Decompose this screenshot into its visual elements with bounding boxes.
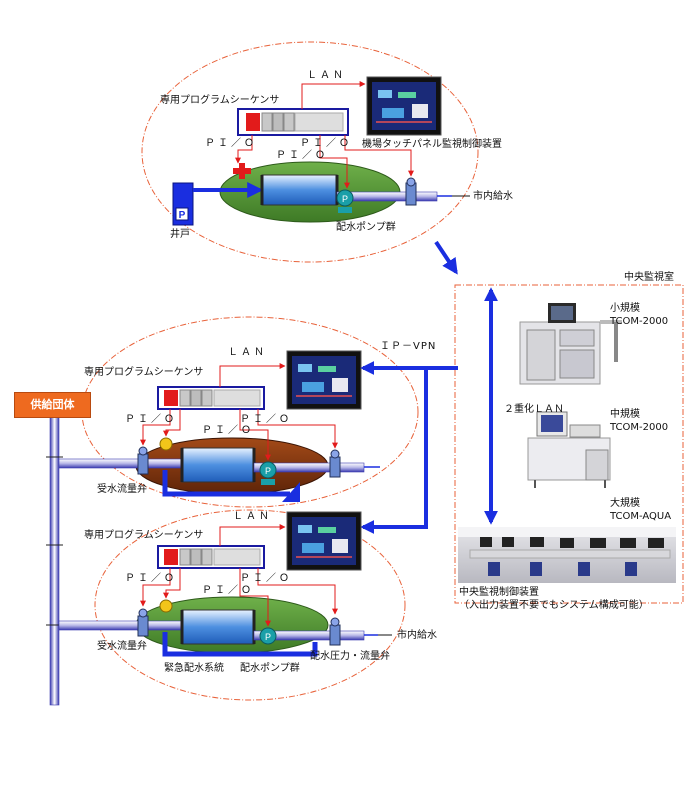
central-device-label: 中央監視制御装置 [459,587,539,598]
mid-pio-label-2: ＰＩ／Ｏ [240,414,292,425]
flow-control-icon-top [233,163,251,179]
mid-pio-label-3: ＰＩ／Ｏ [202,425,254,436]
top-touch-panel-label: 機場タッチパネル監視制御装置 [362,139,502,150]
svg-text:P: P [265,466,271,476]
bot-city-water-label: 市内給水 [397,630,437,641]
pump-icon-bottom [259,627,277,645]
top-pio-label-1: ＰＩ／Ｏ [205,138,257,149]
medium-scale-computer [527,411,611,488]
svg-text:P: P [265,632,271,642]
mid-flow-valve-label: 受水流量弁 [97,484,147,495]
top-lan-label: ＬＡＮ [307,70,346,81]
central-note-label: （入出力装置不要でもシステム構成可能） [459,600,649,611]
well-label: 井戸 [170,229,190,240]
top-sequencer-label: 専用プログラムシーケンサ [160,95,280,106]
well-symbol: P [179,210,186,221]
bot-pio-label-3: ＰＩ／Ｏ [202,585,254,596]
small-scale-label: 小規模 [610,303,640,314]
flow-valve-icon-bottom [137,615,149,637]
large-scale-control-room [458,527,676,583]
facility-boundary-top [141,41,479,263]
water-tank-top [261,174,338,206]
mid-lan-label: ＬＡＮ [228,347,267,358]
top-pio-label-2: ＰＩ／Ｏ [300,138,352,149]
inlet-pipe-middle [58,458,184,469]
bot-pump-group-label: 配水ポンプ群 [240,663,300,674]
dual-lan-label: ２重化ＬＡＮ [504,404,564,415]
inlet-pipe-bottom [58,620,184,631]
pump-icon-middle [259,461,277,479]
mid-sequencer-label: 専用プログラムシーケンサ [84,367,204,378]
flow-valve-icon-middle [137,453,149,475]
central-room-label: 中央監視室 [624,272,674,283]
central-room-boundary [454,284,684,604]
facility-boundary-bottom [94,509,406,701]
bot-pio-label-2: ＰＩ／Ｏ [240,573,292,584]
emergency-bypass-bottom [162,632,318,657]
ip-vpn-label: ＩＰ－VPN [380,341,437,352]
water-tank-bottom [181,609,255,645]
water-tank-middle [181,447,255,483]
medium-model-label: TCOM-2000 [610,422,669,433]
top-city-water-label: 市内給水 [473,191,513,202]
top-pump-group-label: 配水ポンプ群 [336,222,396,233]
ip-vpn-line [360,361,428,534]
pump-icon-top [336,189,354,207]
svg-text:P: P [342,194,348,204]
bot-lan-label: ＬＡＮ [233,511,272,522]
yellow-valve-icon-middle [159,437,173,451]
emergency-bypass-middle [162,470,290,497]
large-scale-label: 大規模 [610,498,640,509]
bot-emergency-label: 緊急配水系統 [164,663,224,674]
supplier-badge: 供給団体 [14,392,91,418]
bot-pio-label-1: ＰＩ／Ｏ [125,573,177,584]
medium-scale-label: 中規模 [610,409,640,420]
top-pio-label-3: ＰＩ／Ｏ [276,150,328,161]
small-scale-computer [519,303,622,385]
bot-pressure-valve-label: 配水圧力・流量弁 [310,651,390,662]
large-model-label: TCOM-AQUA [610,511,672,522]
bot-flow-valve-label: 受水流量弁 [97,641,147,652]
mid-pio-label-1: ＰＩ／Ｏ [125,414,177,425]
bot-sequencer-label: 専用プログラムシーケンサ [84,530,204,541]
small-model-label: TCOM-2000 [610,316,669,327]
yellow-valve-icon-bottom [159,599,173,613]
supply-main-pipe [49,409,60,706]
pressure-flow-valve-icon-bottom [329,624,341,646]
